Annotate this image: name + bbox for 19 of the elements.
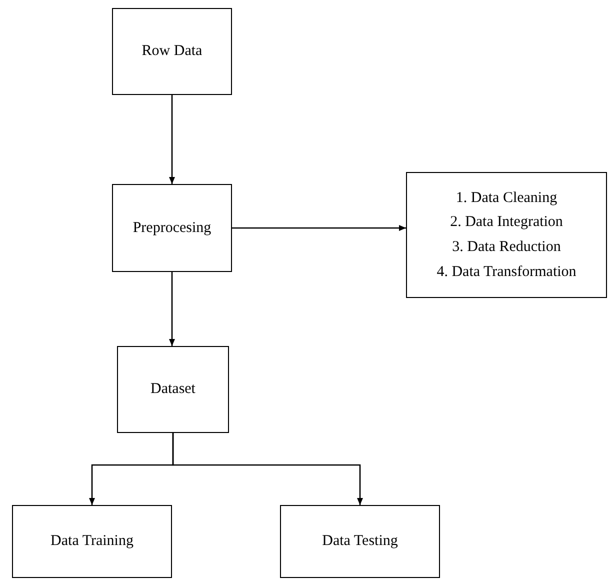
box-label: Data Testing — [322, 532, 398, 551]
box-label: 1. Data Cleaning — [456, 188, 558, 208]
box-label: Dataset — [150, 380, 196, 399]
box-label: 4. Data Transformation — [436, 262, 576, 282]
process-box — [406, 172, 607, 298]
box-label: 3. Data Reduction — [452, 238, 561, 257]
box-label: Data Training — [50, 532, 134, 551]
arrow — [232, 225, 406, 231]
arrow — [169, 95, 175, 184]
box-label: Row Data — [142, 42, 202, 61]
process-box — [112, 8, 232, 95]
box-label: Preprocesing — [132, 218, 212, 238]
process-box — [280, 505, 440, 578]
arrow — [169, 272, 175, 346]
process-box — [12, 505, 172, 578]
arrow — [172, 433, 363, 505]
box-label: 2. Data Integration — [450, 213, 563, 232]
process-box — [112, 184, 232, 272]
process-box — [117, 346, 229, 433]
